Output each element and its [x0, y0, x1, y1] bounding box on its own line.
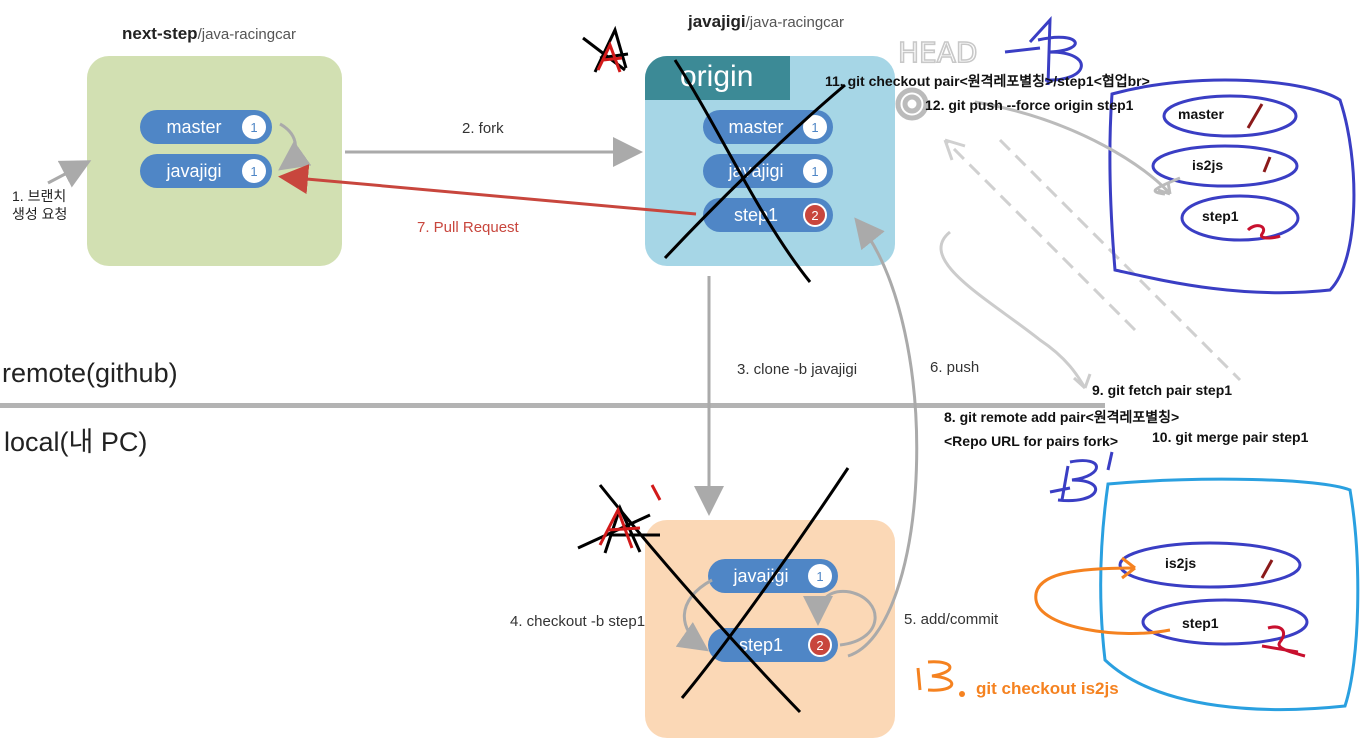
nextstep-repo-name: /java-racingcar: [197, 26, 296, 43]
orange-checkout-loop: [1034, 566, 1171, 635]
head-dashed-arrow: [943, 138, 1137, 332]
pair-local-box: [1099, 477, 1360, 711]
pair-remote-box: [1108, 78, 1356, 295]
push-arrow: [847, 217, 919, 658]
local-branch-javajigi[interactable]: javajigi 1: [708, 559, 838, 593]
pair-remote-step1-loop: [1180, 194, 1300, 242]
checkout-arrow: [675, 578, 713, 652]
origin-cross-mark: [673, 59, 812, 283]
branch-label: step1: [738, 634, 784, 655]
branch-label: javajigi: [166, 160, 222, 181]
red-mark: [1261, 625, 1306, 658]
step13-number-mark: [916, 660, 954, 692]
local-branch-step1[interactable]: step1 2: [708, 628, 838, 662]
commit-count-badge: 2: [803, 203, 827, 227]
pair-local-is2js: is2js: [1165, 555, 1197, 571]
pair-remote-merge-arrow: [1153, 176, 1181, 196]
step12-label: 12. git push --force origin step1: [925, 97, 1134, 113]
pair-remote-master: master: [1178, 106, 1224, 122]
origin-branch-javajigi[interactable]: javajigi 1: [703, 154, 833, 188]
step13-label: git checkout is2js: [976, 679, 1119, 698]
pair-remote-step1: step1: [1202, 208, 1239, 224]
commit-count-badge: 1: [242, 115, 266, 139]
origin-cross-mark: [663, 83, 846, 260]
commit-count-badge: 2: [808, 633, 832, 657]
step3-label: 3. clone -b javajigi: [737, 361, 858, 378]
pair-local-step1: step1: [1182, 615, 1219, 631]
commit-loop-arrow: [803, 589, 877, 647]
pair-local-step1-loop: [1141, 598, 1309, 646]
nextstep-branch-javajigi[interactable]: javajigi 1: [140, 154, 272, 188]
local-cross-mark: [680, 467, 850, 699]
remote-section-label: remote(github): [2, 358, 178, 388]
step2-label: 2. fork: [462, 120, 504, 137]
step8-repo-url: <Repo URL for pairs fork>: [944, 433, 1119, 449]
local-section-label: local(내 PC): [4, 427, 148, 457]
commit-count-badge: 1: [808, 564, 832, 588]
step1-arrow: [47, 160, 92, 188]
origin-owner: javajigi: [688, 12, 746, 31]
branch-label: master: [728, 116, 784, 137]
commit-count-badge: 1: [242, 159, 266, 183]
origin-repo-name: /java-racingcar: [745, 14, 845, 31]
origin-branch-step1[interactable]: step1 2: [703, 198, 833, 232]
head-handwriting: HEAD: [898, 36, 977, 69]
pair-remote-is2js: is2js: [1192, 157, 1224, 173]
step9-label: 9. git fetch pair step1: [1092, 382, 1233, 398]
step1-label: 1. 브랜치 생성 요청: [12, 188, 68, 222]
b-mid-mark: [1049, 451, 1114, 503]
step4-label: 4. checkout -b step1: [510, 613, 646, 630]
merge-dashed-line: [998, 138, 1242, 382]
origin-a-mark-red: [596, 41, 623, 73]
pair-remote-master-loop: [1162, 94, 1298, 138]
local-a-mark: [577, 503, 660, 554]
pull-request-arrow: [278, 164, 697, 216]
pair-remote-is2js-loop: [1151, 144, 1299, 188]
origin-tab: [645, 56, 790, 100]
head-scribble: [895, 87, 929, 121]
origin-repo-title: javajigi/java-racingcar: [688, 12, 844, 32]
red-mark: [1246, 103, 1264, 129]
nextstep-branch-arrow: [278, 122, 312, 171]
step6-label: 6. push: [930, 359, 980, 376]
nextstep-branch-master[interactable]: master 1: [140, 110, 272, 144]
step10-label: 10. git merge pair step1: [1152, 429, 1309, 445]
local-a-mark-red: [598, 484, 662, 549]
fetch-loop-arrow: [939, 230, 1087, 389]
remote-local-divider: [0, 403, 1105, 408]
push-force-arrow: [974, 100, 1172, 195]
branch-label: javajigi: [733, 565, 789, 586]
step11-label: 11. git checkout pair<원격레포별칭>/step1<협업br…: [825, 73, 1150, 89]
pair-local-is2js-loop: [1118, 541, 1302, 589]
step7-label: 7. Pull Request: [417, 219, 519, 236]
nextstep-owner: next-step: [122, 24, 198, 43]
branch-label: master: [166, 116, 222, 137]
step8-label: 8. git remote add pair<원격레포별칭>: [944, 409, 1180, 425]
red-mark: [1260, 559, 1274, 579]
commit-count-badge: 1: [803, 159, 827, 183]
nextstep-repo-title: next-step/java-racingcar: [122, 24, 296, 44]
red-mark: [1262, 156, 1272, 173]
red-mark: [1246, 224, 1281, 240]
b-top-mark: [1004, 15, 1083, 86]
step5-label: 5. add/commit: [904, 611, 999, 628]
